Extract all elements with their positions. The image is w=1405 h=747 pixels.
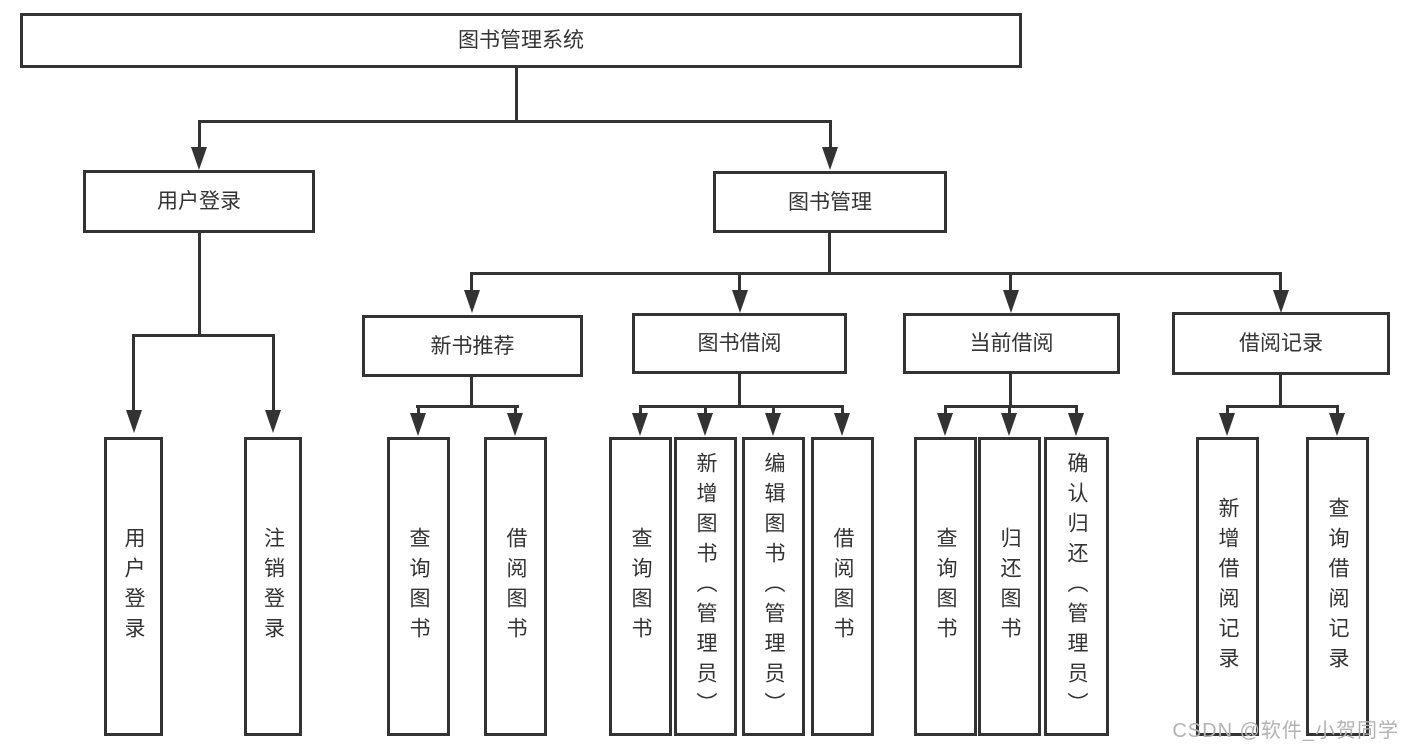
- connector-root-left-stem: [198, 120, 201, 149]
- leaf-edit-books-admin-label: 编辑图书（管理员）: [762, 451, 785, 722]
- connector-root-stub: [515, 68, 518, 122]
- connector-g0-split: [416, 405, 519, 408]
- arrow-down-icon: [1273, 290, 1289, 313]
- arrow-down-icon: [464, 290, 480, 313]
- connector-g0-stub: [470, 377, 473, 408]
- arrow-down-icon: [697, 413, 713, 436]
- node-new-book-recommend: 新书推荐: [362, 315, 583, 377]
- watermark: CSDN @软件_小贺同学: [1172, 720, 1399, 742]
- arrow-down-icon: [1219, 413, 1235, 436]
- connector-g3-stub: [1279, 375, 1282, 408]
- arrow-down-icon: [822, 147, 838, 170]
- connector-user-stem: [132, 334, 135, 412]
- connector-user-stem: [272, 334, 275, 412]
- leaf-query-books-borrow: 查询图书: [609, 437, 672, 736]
- connector-root-split: [198, 120, 832, 123]
- leaf-borrow-books-recommend-label: 借阅图书: [504, 526, 527, 647]
- connector-user-split: [132, 334, 275, 337]
- leaf-query-borrow-record-label: 查询借阅记录: [1326, 496, 1349, 677]
- connector-g2-stem: [944, 405, 947, 415]
- node-book-management-label: 图书管理: [788, 190, 872, 214]
- node-current-borrow-label: 当前借阅: [969, 332, 1054, 355]
- node-user-login-label: 用户登录: [157, 190, 241, 213]
- arrow-down-icon: [1329, 413, 1345, 436]
- node-book-management: 图书管理: [713, 171, 947, 233]
- leaf-borrow-books-label: 借阅图书: [831, 526, 854, 647]
- leaf-user-login-label: 用户登录: [122, 526, 145, 647]
- arrow-down-icon: [834, 413, 850, 436]
- connector-g1-stub: [738, 374, 741, 408]
- arrow-down-icon: [507, 413, 523, 436]
- connector-g1-stem: [772, 405, 775, 415]
- leaf-confirm-return-admin-label: 确认归还（管理员）: [1065, 451, 1088, 722]
- connector-user-stub: [198, 233, 201, 337]
- leaf-add-books-admin-label: 新增图书（管理员）: [694, 451, 717, 722]
- arrow-down-icon: [1001, 413, 1017, 436]
- arrow-down-icon: [1003, 290, 1019, 313]
- connector-book-stem: [738, 272, 741, 292]
- node-root-label: 图书管理系统: [458, 29, 584, 52]
- leaf-confirm-return-admin: 确认归还（管理员）: [1044, 437, 1109, 736]
- connector-root-right-stem: [829, 120, 832, 149]
- arrow-down-icon: [1068, 413, 1084, 436]
- arrow-down-icon: [765, 413, 781, 436]
- leaf-borrow-books: 借阅图书: [811, 437, 874, 736]
- connector-g2-stem: [1075, 405, 1078, 415]
- arrow-down-icon: [191, 147, 207, 170]
- connector-g2-split: [944, 405, 1078, 408]
- leaf-query-books-recommend-label: 查询图书: [407, 526, 430, 647]
- leaf-add-borrow-record: 新增借阅记录: [1196, 437, 1259, 736]
- leaf-edit-books-admin: 编辑图书（管理员）: [742, 437, 805, 736]
- leaf-user-login: 用户登录: [104, 437, 163, 736]
- connector-g1-split: [639, 405, 844, 408]
- node-new-book-recommend-label: 新书推荐: [430, 334, 515, 358]
- leaf-return-books: 归还图书: [978, 437, 1041, 736]
- node-book-borrow-label: 图书借阅: [697, 332, 782, 355]
- connector-g3-stem: [1226, 405, 1229, 415]
- connector-book-stem: [1279, 272, 1282, 292]
- leaf-query-borrow-record: 查询借阅记录: [1306, 437, 1369, 736]
- leaf-logout-login: 注销登录: [244, 437, 302, 736]
- connector-book-stem: [470, 272, 473, 292]
- connector-g2-stem: [1008, 405, 1011, 415]
- arrow-down-icon: [632, 413, 648, 436]
- connector-g0-stem: [417, 405, 420, 415]
- arrow-down-icon: [937, 413, 953, 436]
- leaf-return-books-label: 归还图书: [998, 526, 1021, 647]
- connector-g0-stem: [514, 405, 517, 415]
- node-current-borrow: 当前借阅: [903, 313, 1120, 374]
- connector-g3-split: [1226, 405, 1339, 408]
- node-book-borrow: 图书借阅: [632, 313, 847, 374]
- leaf-logout-login-label: 注销登录: [261, 526, 285, 647]
- connector-g2-stub: [1009, 374, 1012, 408]
- connector-g3-stem: [1336, 405, 1339, 415]
- leaf-add-books-admin: 新增图书（管理员）: [674, 437, 737, 736]
- leaf-query-books-recommend: 查询图书: [387, 437, 450, 736]
- leaf-borrow-books-recommend: 借阅图书: [484, 437, 547, 736]
- leaf-add-borrow-record-label: 新增借阅记录: [1216, 496, 1239, 677]
- node-borrow-record: 借阅记录: [1172, 312, 1390, 375]
- arrow-down-icon: [732, 290, 748, 313]
- leaf-query-books-current: 查询图书: [914, 437, 977, 736]
- arrow-down-icon: [265, 410, 281, 433]
- node-user-login: 用户登录: [83, 170, 315, 233]
- arrow-down-icon: [410, 413, 426, 436]
- leaf-query-books-current-label: 查询图书: [934, 526, 957, 647]
- connector-book-stem: [1009, 272, 1012, 292]
- connector-g1-stem: [704, 405, 707, 415]
- connector-g1-stem: [639, 405, 642, 415]
- node-borrow-record-label: 借阅记录: [1239, 332, 1323, 355]
- node-root: 图书管理系统: [20, 13, 1022, 68]
- connector-book-stub: [828, 233, 831, 275]
- leaf-query-books-borrow-label: 查询图书: [629, 526, 652, 647]
- connector-g1-stem: [841, 405, 844, 415]
- connector-book-split: [470, 272, 1282, 275]
- arrow-down-icon: [126, 410, 142, 433]
